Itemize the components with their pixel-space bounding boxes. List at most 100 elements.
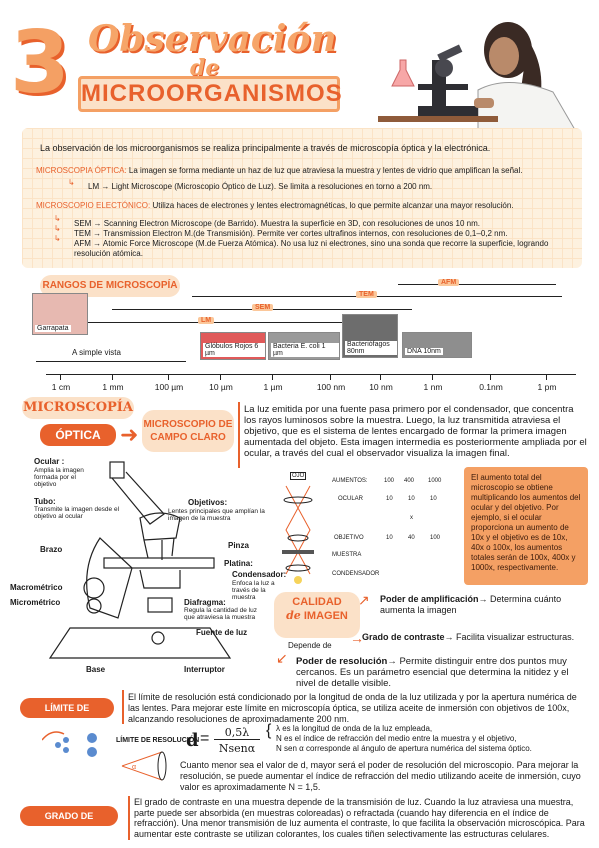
resolution-dots-icon	[42, 731, 97, 757]
scale-label: 0.1nm	[479, 382, 503, 392]
thumb-ecoli: Bacteria E. coli 1 µm	[268, 332, 340, 360]
limite-text: El límite de resolución está condicionad…	[128, 692, 577, 724]
optica-pill-bottom: ÓPTICA	[40, 424, 116, 446]
intro-panel	[22, 128, 582, 268]
formula-denominator: Nsenα	[218, 742, 256, 755]
simple-vista-label: A simple vista	[72, 348, 121, 357]
simple-vista-bar	[36, 361, 186, 362]
optica-label: MICROSCOPIA ÓPTICA:	[36, 166, 127, 175]
legend-n: N es el índice de refracción del medio e…	[276, 734, 517, 743]
label-base: Base	[86, 665, 106, 674]
diagram-x: x	[410, 515, 413, 521]
diagram-b10: 10	[386, 535, 393, 541]
formula-d: d	[186, 730, 199, 751]
sem-range-tag: SEM	[252, 304, 274, 311]
arrow-contraste-icon: →	[350, 630, 364, 646]
scale-label: 1 cm	[51, 382, 71, 392]
label-ocular: Ocular :	[34, 457, 65, 466]
formula-label: LÍMITE DE RESOLUCIÓN	[116, 737, 200, 744]
scale-tick	[546, 374, 547, 380]
calidad-pill-de: de	[286, 609, 301, 622]
scientist-illustration	[378, 22, 579, 135]
scale-label: 1 mm	[102, 382, 124, 392]
campo-claro-text: La luz emitida por una fuente pasa prime…	[244, 404, 587, 459]
label-interruptor: Interruptor	[184, 665, 225, 674]
diagram-a1000: 1000	[428, 478, 442, 484]
tem-text: TEM → Transmission Electron M.(de Transm…	[74, 229, 508, 238]
title-observacion: Observación	[88, 18, 337, 60]
diagram-condensador: CONDENSADOR	[332, 571, 380, 577]
optica-pill-top: MICROSCOPÍA	[22, 397, 134, 419]
amplificacion-label: Poder de amplificación→	[380, 594, 488, 604]
contraste-text: El grado de contraste en una muestra dep…	[134, 797, 585, 839]
contraste-text: Facilita visualizar estructuras.	[456, 632, 575, 642]
depende-de: Depende de	[288, 641, 332, 650]
label-diafragma-desc: Regula la cantidad de luz que atraviesa …	[184, 607, 257, 621]
diagram-a100: 100	[384, 478, 395, 484]
scale-tick	[168, 374, 169, 380]
legend-nsen: N sen α corresponde al ángulo de apertur…	[276, 744, 532, 753]
label-tubo: Tubo:	[34, 497, 56, 506]
label-objetivos-desc: Lentes principales que amplían la imagen…	[168, 508, 265, 522]
label-brazo: Brazo	[40, 545, 63, 554]
diagram-o10a: 10	[386, 496, 393, 502]
diagram-aumentos: AUMENTOS:	[332, 478, 368, 484]
chapter-number: 3	[10, 13, 70, 113]
microscope-drawing	[48, 461, 232, 659]
diagram-a400: 400	[404, 478, 415, 484]
label-platina: Platina:	[224, 559, 253, 568]
scale-tick	[112, 374, 113, 380]
diagram-o10c: 10	[430, 496, 437, 502]
branch-arrows-icon: ↳↳↳	[54, 214, 61, 243]
aperture-cone-icon: α	[121, 751, 167, 781]
afm-text: AFM → Atomic Force Microscope (M.de Fuer…	[74, 239, 549, 258]
thumb-globulos: Glóbulos Rojos 6 µm	[200, 332, 266, 360]
scale-label: 10 µm	[209, 382, 233, 392]
thumb-bacteriofagos: Bacteriófagos 80nm	[342, 314, 398, 358]
diagram-o10b: 10	[408, 496, 415, 502]
resolucion-line: Poder de resolución→ Permite distinguir …	[296, 656, 586, 689]
lm-range-tag: LM	[198, 317, 215, 324]
scale-tick	[432, 374, 433, 380]
optica-text: La imagen se forma mediante un haz de lu…	[128, 166, 523, 175]
scale-tick	[330, 374, 331, 380]
title-microorganismos: MICROORGANISMOS	[78, 76, 342, 112]
amplificacion-text: Determina cuánto aumenta la imagen	[380, 594, 562, 615]
label-condensador: Condensador:	[232, 570, 287, 579]
svg-text:α: α	[132, 764, 136, 771]
label-diafragma: Diafragma:	[184, 598, 226, 607]
formula-brace-icon: {	[266, 722, 272, 739]
diagram-b100: 100	[430, 535, 441, 541]
intro-lead: La observación de los microorganismos se…	[40, 143, 491, 153]
scale-tick	[60, 374, 61, 380]
amplificacion-line: Poder de amplificación→ Determina cuánto…	[380, 594, 580, 616]
optical-path-diagram	[282, 485, 314, 584]
diagram-ocular: OCULAR	[338, 496, 364, 502]
label-pinza: Pinza	[228, 541, 249, 550]
arrow-resolucion-icon: ↙	[276, 650, 288, 666]
scale-tick	[490, 374, 491, 380]
right-arrow-icon: ➜	[120, 422, 139, 447]
scale-label: 1 pm	[537, 382, 557, 392]
resolucion-text: Permite distinguir entre dos puntos muy …	[296, 656, 569, 689]
formula-numerator: 0,5λ	[214, 726, 260, 740]
electronico-label: MICROSCOPIO ELECTÓNICO:	[36, 201, 151, 210]
diagram-muestra: MUESTRA	[332, 552, 362, 558]
label-macrometrico: Macrométrico	[10, 583, 63, 592]
scale-tick	[220, 374, 221, 380]
scale-label: 100 µm	[154, 382, 184, 392]
campo-claro-pill: MICROSCOPIO DE CAMPO CLARO	[142, 410, 234, 452]
scale-tick	[380, 374, 381, 380]
electronico-text: Utiliza haces de electrones y lentes ele…	[152, 201, 514, 210]
optica-line: MICROSCOPIA ÓPTICA: La imagen se forma m…	[36, 166, 586, 176]
legend-lambda: λ es la longitud de onda de la luz emple…	[276, 724, 433, 733]
thumb-dna: DNA 10nm	[402, 332, 472, 358]
sem-text: SEM → Scanning Electron Microscope (de B…	[74, 219, 480, 228]
contraste-label: Grado de contraste→	[362, 632, 454, 642]
scale-label: 10 nm	[369, 382, 393, 392]
thumb-garrapata: Garrapata	[32, 293, 88, 335]
limite-vbar	[122, 690, 124, 724]
label-condensador-desc: Enfoca la luz a través de la muestra	[232, 580, 275, 601]
tem-range-tag: TEM	[356, 291, 377, 298]
scale-label: 100 nm	[316, 382, 346, 392]
